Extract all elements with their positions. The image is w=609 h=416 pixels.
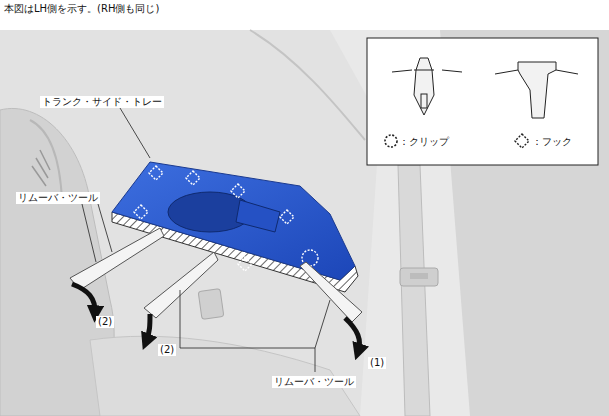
legend-text: ：フック (532, 135, 572, 149)
tool-name: リムーバ・ツール (16, 192, 100, 204)
legend-text: ：クリップ (399, 135, 449, 149)
callout-number: (2) (96, 316, 114, 328)
note-text: 本図はLH側を示す。(RH側も同じ) (4, 3, 159, 15)
callout-number: (2) (158, 344, 176, 356)
callout-number: (1) (368, 357, 386, 369)
tool-name: リムーバ・ツール (272, 376, 356, 388)
part-name: トランク・サイド・トレー (40, 96, 164, 108)
